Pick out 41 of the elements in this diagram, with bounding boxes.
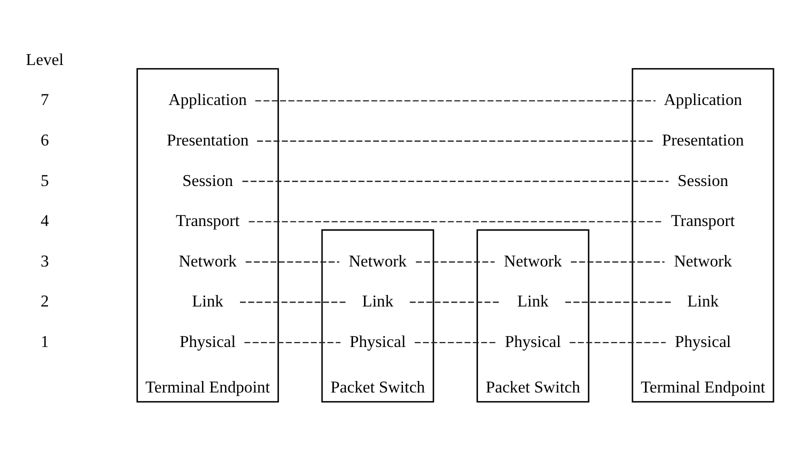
connector (255, 100, 656, 102)
node-text: Network (504, 251, 562, 270)
connector (244, 342, 340, 344)
node-text: Network (348, 251, 407, 270)
node-text: Network (674, 251, 732, 270)
label: 1 (40, 332, 49, 351)
connector (257, 140, 654, 142)
node-text: Link (687, 292, 719, 311)
node-text: Presentation (166, 130, 249, 150)
node-text: Presentation (662, 130, 744, 150)
label: 7 (40, 90, 49, 110)
connector (570, 261, 664, 263)
connector (414, 342, 496, 344)
node-text: Application (168, 90, 247, 110)
node-text: Session (182, 170, 234, 190)
node-text: Physical (350, 332, 406, 351)
connector (242, 180, 669, 182)
node-text: Session (678, 170, 728, 190)
label: 3 (40, 251, 49, 270)
connector (240, 302, 346, 303)
node-text: Application (664, 90, 742, 110)
node-text: Physical (180, 332, 236, 351)
connector (410, 302, 501, 303)
connector (416, 261, 495, 263)
connector (565, 302, 671, 303)
connector (248, 221, 662, 222)
connector (246, 261, 340, 263)
label: Level (26, 50, 64, 69)
node-text: Link (192, 292, 224, 311)
label: 6 (40, 130, 49, 150)
node-text: Link (517, 292, 549, 311)
label: 4 (40, 211, 49, 230)
label: 2 (40, 292, 49, 311)
node-text: Physical (504, 332, 562, 351)
node-text: Physical (674, 332, 732, 351)
node-text: Transport (176, 211, 240, 230)
label: 5 (40, 170, 49, 190)
connector (570, 342, 666, 344)
node-text: Link (362, 292, 394, 311)
node-text: Transport (671, 211, 735, 230)
node-text: Network (178, 251, 237, 270)
